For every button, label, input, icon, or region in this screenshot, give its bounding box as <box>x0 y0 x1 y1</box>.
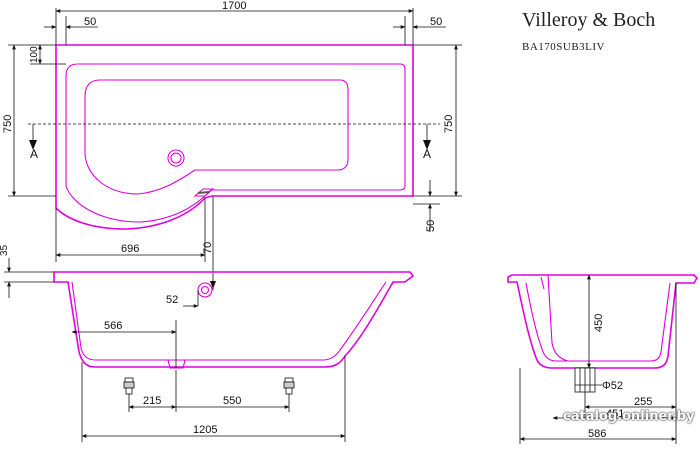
foot-right <box>283 377 295 395</box>
watermark: catalog.onliner.by <box>563 409 695 424</box>
dim-total-length: 1700 <box>222 0 246 12</box>
overflow-slot <box>197 191 210 194</box>
dim-bottom-offset: 50 <box>425 220 437 232</box>
drain-outer <box>167 149 185 167</box>
dim-drain-position: 566 <box>104 320 122 332</box>
side-section-partition <box>547 274 569 362</box>
dim-inner-depth: 450 <box>593 314 605 332</box>
dim-rim-right: 50 <box>430 16 442 28</box>
side-section: 450 Φ52 255 451 586 <box>507 274 699 444</box>
section-arrow-right <box>423 140 431 150</box>
dim-rim-thickness: 35 <box>0 244 10 256</box>
dim-side-width: 586 <box>588 428 606 440</box>
dim-rim-top: 100 <box>29 46 40 63</box>
top-view-basin <box>84 79 349 195</box>
front-section-inner <box>71 281 387 361</box>
dim-side-offset-2: 451 <box>606 408 624 420</box>
brand-name: Villeroy & Boch <box>522 9 656 31</box>
drain-inner <box>170 152 182 164</box>
front-overflow-outer <box>197 282 213 298</box>
dim-cutout-depth: 70 <box>202 242 214 254</box>
front-drain <box>167 359 186 369</box>
dim-foot-offset: 215 <box>143 395 161 407</box>
section-arrow-left <box>29 140 37 150</box>
dim-side-offset-1: 255 <box>634 396 652 408</box>
dim-cutout-length: 696 <box>121 243 139 255</box>
dim-drain-diameter: Φ52 <box>602 380 623 392</box>
front-section: 35 52 566 215 550 1205 <box>0 244 415 442</box>
dim-base-length: 1205 <box>193 424 217 436</box>
side-section-inner <box>525 282 671 362</box>
front-section-outer <box>53 271 415 368</box>
overflow-mark <box>193 188 215 197</box>
top-view-outer-outline <box>55 44 414 230</box>
dim-rim-left: 50 <box>84 16 96 28</box>
dim-drain-offset: 52 <box>166 294 178 306</box>
section-label-left: A <box>30 147 38 161</box>
dim-height-right: 750 <box>443 115 455 133</box>
front-overflow-inner <box>200 285 210 295</box>
section-label-right: A <box>423 147 431 161</box>
side-section-outer <box>507 274 699 369</box>
dim-foot-spacing: 550 <box>223 395 241 407</box>
model-code: BA170SUB3LIV <box>522 41 606 53</box>
top-view: A A 1700 50 50 100 750 750 50 <box>2 0 462 290</box>
foot-left <box>123 377 135 395</box>
top-view-rim-line <box>65 63 406 223</box>
dim-height-left: 750 <box>2 115 14 133</box>
